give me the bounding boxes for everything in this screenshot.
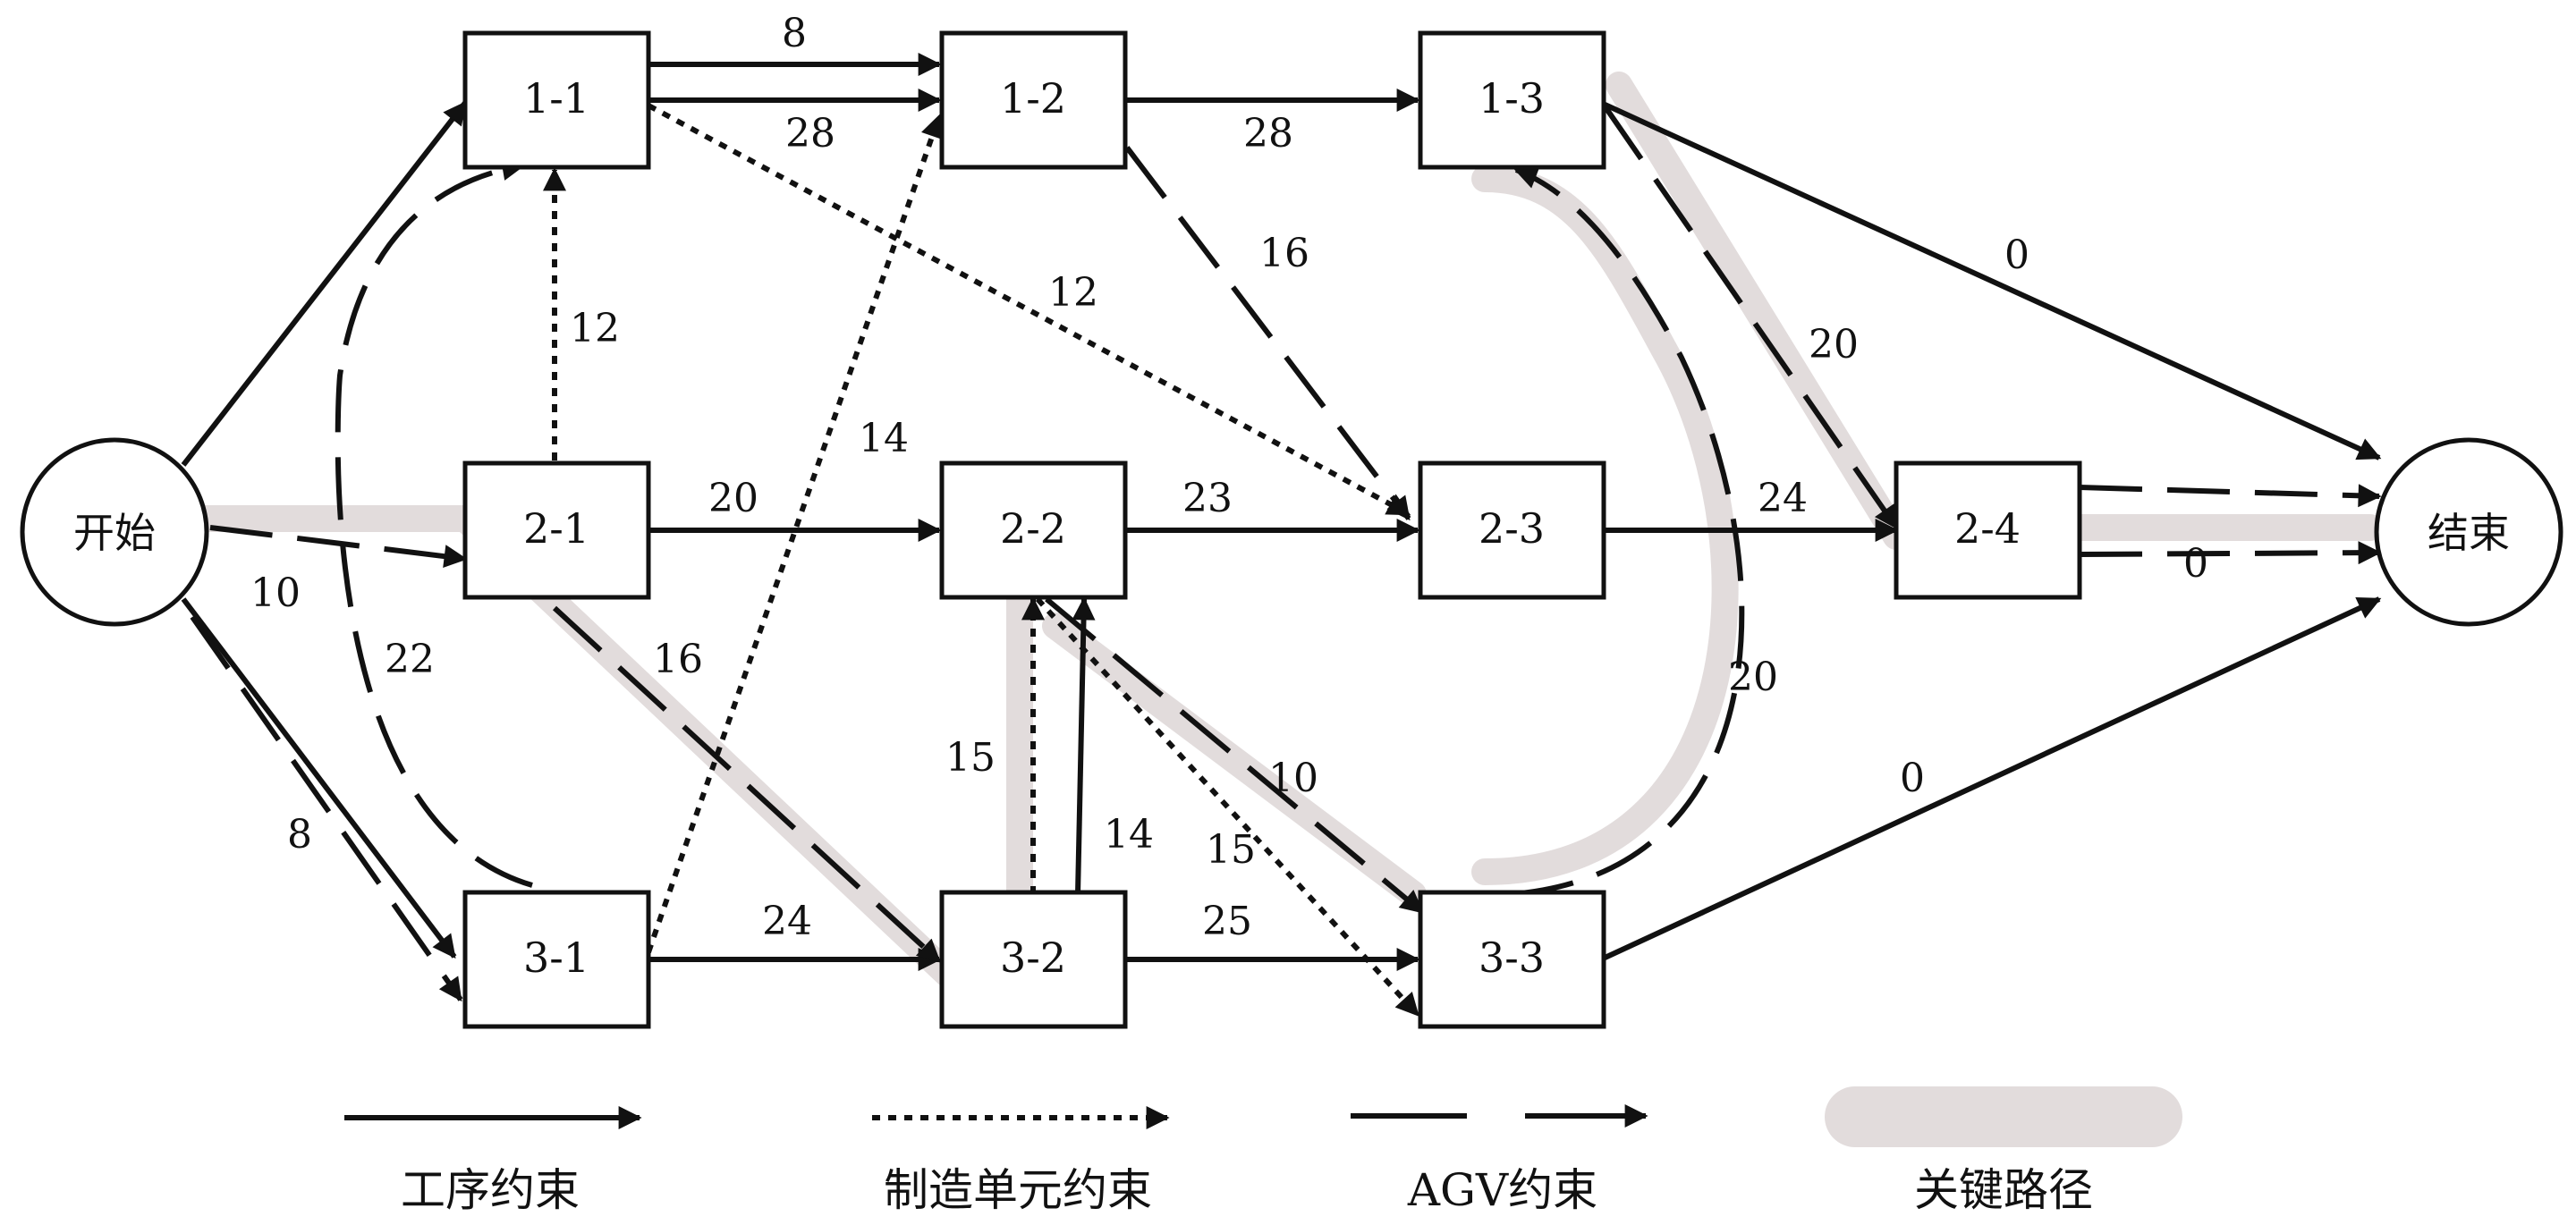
node-2-4-label: 2-4 (1954, 504, 2021, 553)
edge-label: 16 (1259, 231, 1309, 276)
node-3-3-label: 3-3 (1479, 934, 1545, 982)
edge-label: 28 (785, 111, 835, 156)
legend-agv-label: AGV约束 (1407, 1164, 1597, 1216)
node-1-2-label: 1-2 (1000, 74, 1066, 122)
node-2-4 (1894, 460, 2082, 600)
edge-label: 15 (1206, 827, 1256, 873)
node-3-3 (1418, 890, 1606, 1029)
node-1-2 (939, 30, 1128, 170)
edge-label: 24 (1758, 476, 1808, 521)
node-2-1-label: 2-1 (523, 504, 589, 553)
edge-label: 24 (762, 899, 812, 944)
edge-label: 23 (1182, 476, 1233, 521)
edge-label: 20 (1728, 655, 1778, 700)
node-1-3-label: 1-3 (1479, 74, 1545, 122)
node-2-1 (462, 460, 651, 600)
process-edges (181, 53, 2382, 971)
start-node: 开始 (20, 437, 209, 627)
edge-label: 10 (1268, 756, 1318, 801)
legend: 工序约束 制造单元约束 AGV约束 关键路径 (344, 1104, 2093, 1216)
node-3-1 (462, 890, 651, 1029)
edge-label: 10 (250, 570, 301, 616)
agv-edges (190, 106, 2382, 1002)
node-3-1-label: 3-1 (523, 934, 589, 982)
start-label: 开始 (73, 509, 156, 557)
node-2-3 (1418, 460, 1606, 600)
edge-label: 20 (1809, 322, 1859, 368)
node-1-1-label: 1-1 (523, 74, 589, 122)
edge-label: 15 (945, 735, 996, 781)
edge-label: 0 (1900, 756, 1925, 801)
node-3-2 (939, 890, 1128, 1029)
edge-label: 0 (2183, 541, 2208, 587)
legend-critical-swatch (1825, 1086, 2182, 1147)
legend-cell-label: 制造单元约束 (884, 1164, 1152, 1216)
edge-label: 12 (570, 306, 620, 351)
edge-label: 14 (1104, 812, 1154, 858)
node-2-2-label: 2-2 (1000, 504, 1066, 553)
node-2-3-label: 2-3 (1479, 504, 1545, 553)
node-1-3 (1418, 30, 1606, 170)
end-label: 结束 (2428, 509, 2510, 557)
node-2-2 (939, 460, 1128, 600)
cell-edges (543, 103, 1420, 1018)
node-1-1 (462, 30, 651, 170)
end-node: 结束 (2374, 437, 2563, 627)
legend-critical-label: 关键路径 (1914, 1164, 2093, 1216)
edge-label: 0 (2004, 232, 2029, 278)
edge-label: 12 (1048, 270, 1098, 316)
edge-label: 8 (782, 11, 807, 56)
edge-label: 8 (287, 812, 312, 858)
edge-label: 28 (1243, 111, 1293, 156)
legend-process-label: 工序约束 (401, 1164, 580, 1216)
node-3-2-label: 3-2 (1000, 934, 1066, 982)
edge-label: 14 (859, 416, 909, 461)
edge-label: 16 (653, 637, 703, 682)
edge-label: 25 (1202, 899, 1252, 944)
edge-label: 20 (708, 476, 758, 521)
edge-label: 22 (385, 637, 435, 682)
